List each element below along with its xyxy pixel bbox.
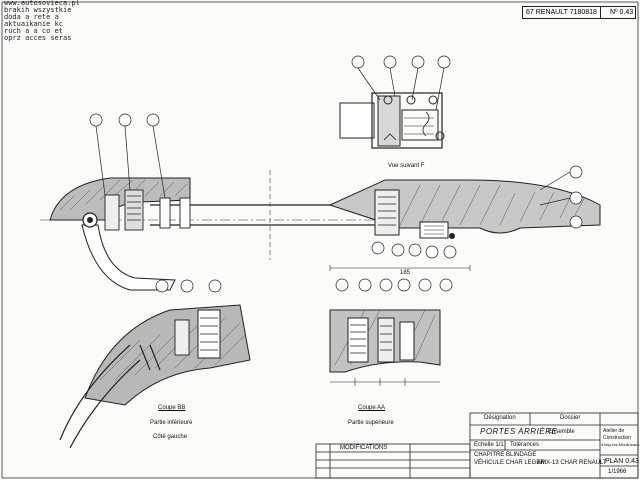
maker-line-3: d'Issy-les-Moulineaux: [601, 442, 640, 447]
drawing-date: 1/1966: [608, 469, 627, 475]
revisions-header: MODIFICATIONS: [340, 445, 388, 451]
section-aa: [329, 309, 441, 386]
title-block-frame: [315, 412, 639, 479]
view-f-detail: [339, 92, 445, 149]
watermark-site: www.autosovieca.pl: [4, 0, 80, 7]
watermark-line: ruch a a co et: [4, 27, 64, 35]
vehicle-label: VÉHICULE CHAR LEGER: [474, 460, 545, 466]
folder-label: Dossier: [560, 415, 581, 421]
watermark-line: doda a rete a: [4, 13, 59, 21]
watermark-line: oprz acces seras: [4, 34, 72, 42]
reference-box: 67 RENAULT 7180818 Nº 0.43: [522, 6, 636, 19]
chapter-label: CHAPITRE BLINDAGE: [474, 452, 537, 458]
section-aa-title: Coupe AA: [358, 405, 386, 411]
drawing-reference: 67 RENAULT 7180818: [526, 9, 597, 16]
scale-label: Echelle 1/1: [474, 442, 504, 448]
balloon-callouts: [89, 55, 583, 293]
maker-line-2: Construction: [603, 435, 632, 441]
ref-separator: [599, 7, 607, 18]
tolerance-label: Tolérances: [510, 442, 540, 448]
view-f-caption: Vue suivant F: [388, 163, 425, 169]
sheet-number: Nº 0.43: [609, 9, 634, 16]
main-section-view: [40, 170, 601, 291]
overall-dimension: 185: [400, 270, 411, 276]
section-bb: [59, 304, 251, 449]
model-label: AMX-13 CHAR RENAULT: [537, 460, 607, 466]
drawing-title: PORTES ARRIÈRE: [480, 427, 558, 436]
designation-label: Désignation: [484, 415, 516, 421]
section-bb-title: Coupe BB: [158, 405, 186, 411]
watermark-block: www.autosovieca.pl brakih wszystkie doda…: [4, 0, 80, 42]
maker-line-1: Atelier de: [603, 428, 625, 434]
watermark-line: aktuaikanie kc: [4, 20, 64, 28]
watermark-line: brakih wszystkie: [4, 6, 72, 14]
plan-number: PLAN 0.43: [605, 458, 639, 465]
drawing-title-suffix: Ensemble: [548, 429, 575, 435]
section-bb-side: Côté gauche: [153, 434, 188, 440]
section-aa-part: Partie supérieure: [348, 420, 394, 426]
section-bb-part: Partie inférieure: [150, 420, 193, 426]
